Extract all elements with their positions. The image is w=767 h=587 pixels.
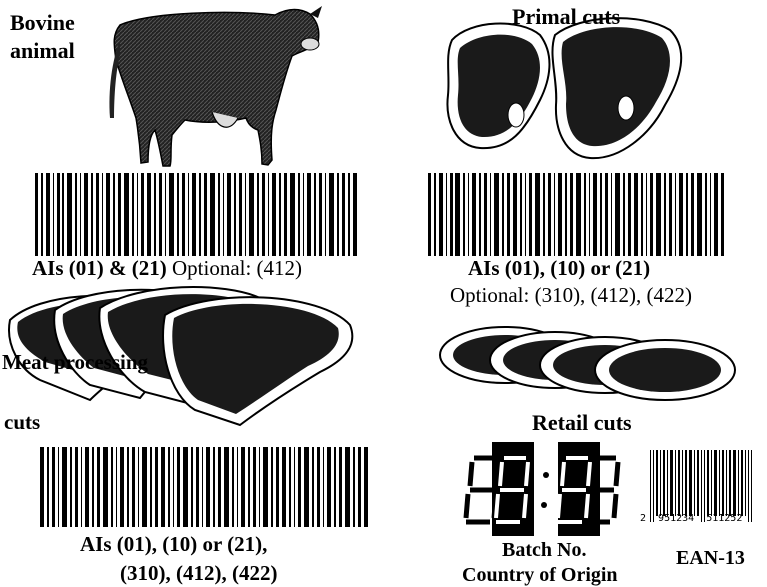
bovine-ai-label: AIs (01) & (21) Optional: (412) [32, 258, 302, 279]
retail-title: Retail cuts [532, 412, 632, 434]
primal-ai-optional: Optional: (310), (412), (422) [450, 285, 692, 306]
bovine-title-line2: animal [10, 40, 75, 62]
bovine-ai-optional: Optional: (412) [172, 256, 302, 280]
batch-display-icon [466, 442, 618, 536]
barcode-primal [428, 173, 724, 256]
origin-label: Country of Origin [462, 565, 618, 585]
ean13-digits: 2 951234 511252 [640, 514, 742, 524]
batch-label: Batch No. [502, 540, 586, 560]
processing-ai-line1: AIs (01), (10) or (21), [80, 534, 267, 555]
cow-icon [109, 6, 322, 166]
bovine-ai-required: AIs (01) & (21) [32, 256, 167, 280]
primal-ai-required: AIs (01), (10) or (21) [468, 258, 650, 279]
processing-title-line1: Meat processing [2, 352, 148, 373]
ean13-label: EAN-13 [676, 548, 745, 568]
processing-ai-line2: (310), (412), (422) [120, 563, 277, 584]
primal-cuts-image [447, 18, 681, 158]
processing-title-line2: cuts [4, 412, 40, 433]
primal-title: Primal cuts [512, 6, 620, 28]
bovine-title-line1: Bovine [10, 12, 75, 34]
barcode-processing [40, 447, 368, 527]
ean13-barcode [650, 450, 752, 522]
barcode-bovine [35, 173, 357, 256]
retail-cuts-image [440, 327, 735, 400]
